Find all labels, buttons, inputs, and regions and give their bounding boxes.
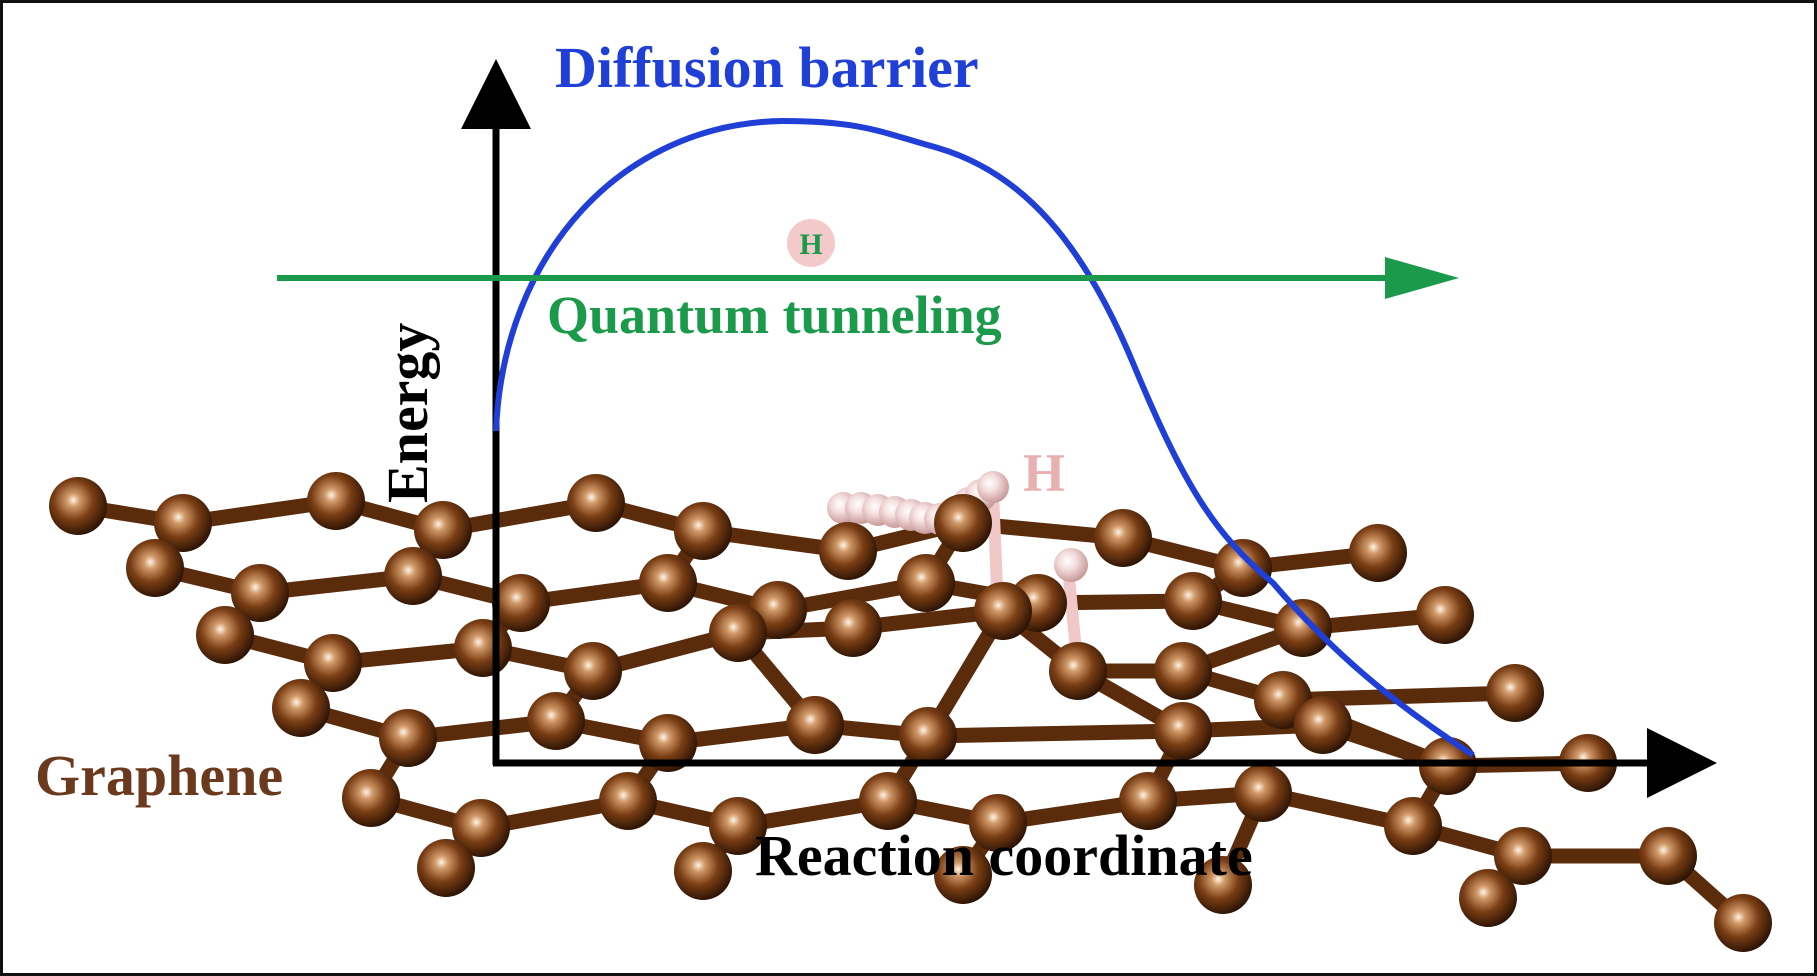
carbon-atom (231, 564, 289, 622)
adatom-h-label: H (1023, 443, 1065, 503)
tunneling-h-atom (787, 219, 835, 267)
carbon-atom (1639, 827, 1697, 885)
carbon-atom (126, 539, 184, 597)
carbon-atom (824, 599, 882, 657)
diffusion-barrier-label: Diffusion barrier (555, 35, 979, 100)
carbon-atom (1164, 572, 1222, 630)
diffusion-barrier-curve (493, 117, 1475, 758)
carbon-atom (934, 494, 992, 552)
carbon-atom (492, 574, 550, 632)
carbon-atom (1154, 642, 1212, 700)
carbon-atom (417, 839, 475, 897)
carbon-atom (674, 842, 732, 900)
carbon-atom (342, 769, 400, 827)
carbon-atom (709, 797, 767, 855)
reaction-axis-label: Reaction coordinate (755, 823, 1253, 888)
carbon-atom (819, 522, 877, 580)
carbon-atom (527, 692, 585, 750)
carbon-atom (564, 642, 622, 700)
carbon-atom (1494, 827, 1552, 885)
carbon-atom (304, 634, 362, 692)
carbon-atom (567, 474, 625, 532)
carbon-atom (384, 547, 442, 605)
carbon-atom (414, 501, 472, 559)
hydrogen-adatom (1054, 548, 1088, 582)
carbon-atom (1384, 797, 1442, 855)
carbon-atom (1094, 509, 1152, 567)
carbon-atom (1194, 856, 1252, 914)
carbon-atom (49, 477, 107, 535)
carbon-atom (969, 794, 1027, 852)
carbon-atom (1119, 772, 1177, 830)
carbon-atom (1154, 702, 1212, 760)
energy-axis-label: Energy (375, 323, 440, 503)
carbon-atom (1416, 586, 1474, 644)
carbon-atom (639, 714, 697, 772)
graphene-atoms (49, 472, 1772, 952)
carbon-atom (379, 709, 437, 767)
carbon-atom (674, 502, 732, 560)
carbon-atom (639, 554, 697, 612)
carbon-atom (454, 619, 512, 677)
carbon-atom (599, 772, 657, 830)
diagram-svg: H Diffusion barrier Quantum tunneling En… (35, 35, 1772, 952)
carbon-atom (1349, 524, 1407, 582)
carbon-atom (934, 846, 992, 904)
carbon-atom (899, 707, 957, 765)
carbon-atom (272, 679, 330, 737)
cc-bond (920, 723, 1191, 744)
carbon-atom (1049, 642, 1107, 700)
carbon-atom (786, 696, 844, 754)
carbon-atom (974, 582, 1032, 640)
carbon-atom (307, 472, 365, 530)
quantum-tunneling-label: Quantum tunneling (547, 285, 1002, 345)
carbon-atom (1714, 894, 1772, 952)
carbon-atom (1234, 764, 1292, 822)
carbon-atom (154, 494, 212, 552)
carbon-atom (897, 554, 955, 612)
carbon-atom (1274, 599, 1332, 657)
carbon-atom (1486, 664, 1544, 722)
graphene-label: Graphene (35, 743, 283, 808)
tunneling-h-label: H (799, 228, 822, 261)
hydrogen-path-atom (977, 471, 1009, 503)
tunneling-arrow-head (1385, 257, 1459, 299)
carbon-atom (196, 606, 254, 664)
carbon-atom (452, 799, 510, 857)
carbon-atom (709, 604, 767, 662)
carbon-atom (1214, 539, 1272, 597)
carbon-atom (859, 772, 917, 830)
carbon-atom (1294, 696, 1352, 754)
carbon-atom (1459, 869, 1517, 927)
